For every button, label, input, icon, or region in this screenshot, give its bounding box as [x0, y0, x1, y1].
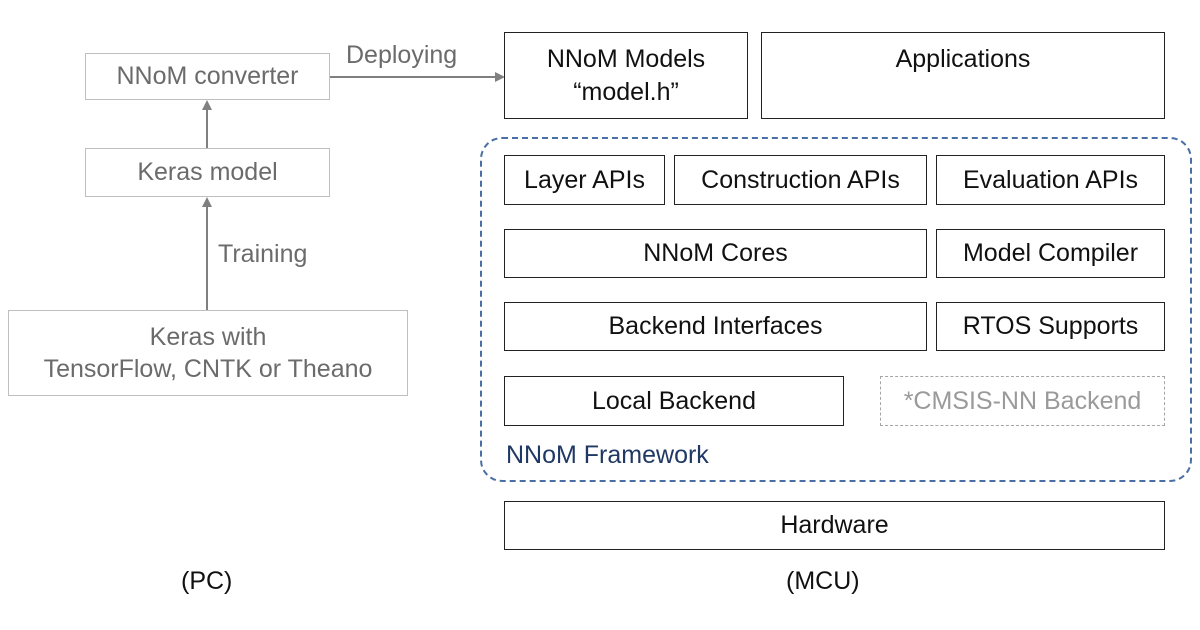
keras-with-backends-box: Keras with TensorFlow, CNTK or Theano: [8, 310, 408, 396]
nnom-models-line2: “model.h”: [573, 77, 679, 106]
backend-interfaces-label: Backend Interfaces: [608, 312, 823, 341]
layer-apis-label: Layer APIs: [524, 165, 645, 194]
nnom-converter-box: NNoM converter: [85, 53, 330, 100]
training-label: Training: [218, 240, 308, 268]
keras-model-label: Keras model: [137, 158, 278, 187]
model-compiler-box: Model Compiler: [936, 229, 1165, 278]
nnom-framework-label: NNoM Framework: [506, 441, 709, 469]
evaluation-apis-box: Evaluation APIs: [936, 155, 1165, 205]
layer-apis-box: Layer APIs: [504, 155, 665, 205]
cmsis-nn-backend-box: *CMSIS-NN Backend: [880, 376, 1165, 426]
evaluation-apis-label: Evaluation APIs: [962, 165, 1139, 194]
local-backend-label: Local Backend: [591, 386, 756, 415]
cmsis-nn-backend-label: *CMSIS-NN Backend: [903, 386, 1142, 415]
nnom-converter-label: NNoM converter: [116, 62, 299, 91]
rtos-supports-box: RTOS Supports: [936, 302, 1165, 351]
construction-apis-box: Construction APIs: [674, 155, 927, 205]
hardware-label: Hardware: [780, 511, 889, 540]
nnom-cores-label: NNoM Cores: [643, 239, 788, 268]
nnom-models-box: NNoM Models “model.h”: [504, 32, 748, 119]
keras-with-line1: Keras with: [149, 322, 267, 351]
model-compiler-label: Model Compiler: [962, 239, 1139, 268]
construction-apis-label: Construction APIs: [701, 165, 900, 194]
backend-interfaces-box: Backend Interfaces: [504, 302, 927, 351]
applications-label: Applications: [895, 45, 1031, 73]
keras-with-line2: TensorFlow, CNTK or Theano: [43, 355, 373, 383]
nnom-cores-box: NNoM Cores: [504, 229, 927, 278]
nnom-models-line1: NNoM Models: [546, 45, 706, 73]
pc-section-label: (PC): [181, 567, 233, 595]
keras-model-box: Keras model: [85, 148, 330, 197]
mcu-section-label: (MCU): [786, 567, 860, 595]
local-backend-box: Local Backend: [504, 376, 844, 426]
deploying-label: Deploying: [346, 41, 458, 69]
nnom-framework-container: [480, 137, 1192, 482]
rtos-supports-label: RTOS Supports: [962, 312, 1139, 341]
applications-box: Applications: [761, 32, 1165, 119]
hardware-box: Hardware: [504, 501, 1165, 550]
